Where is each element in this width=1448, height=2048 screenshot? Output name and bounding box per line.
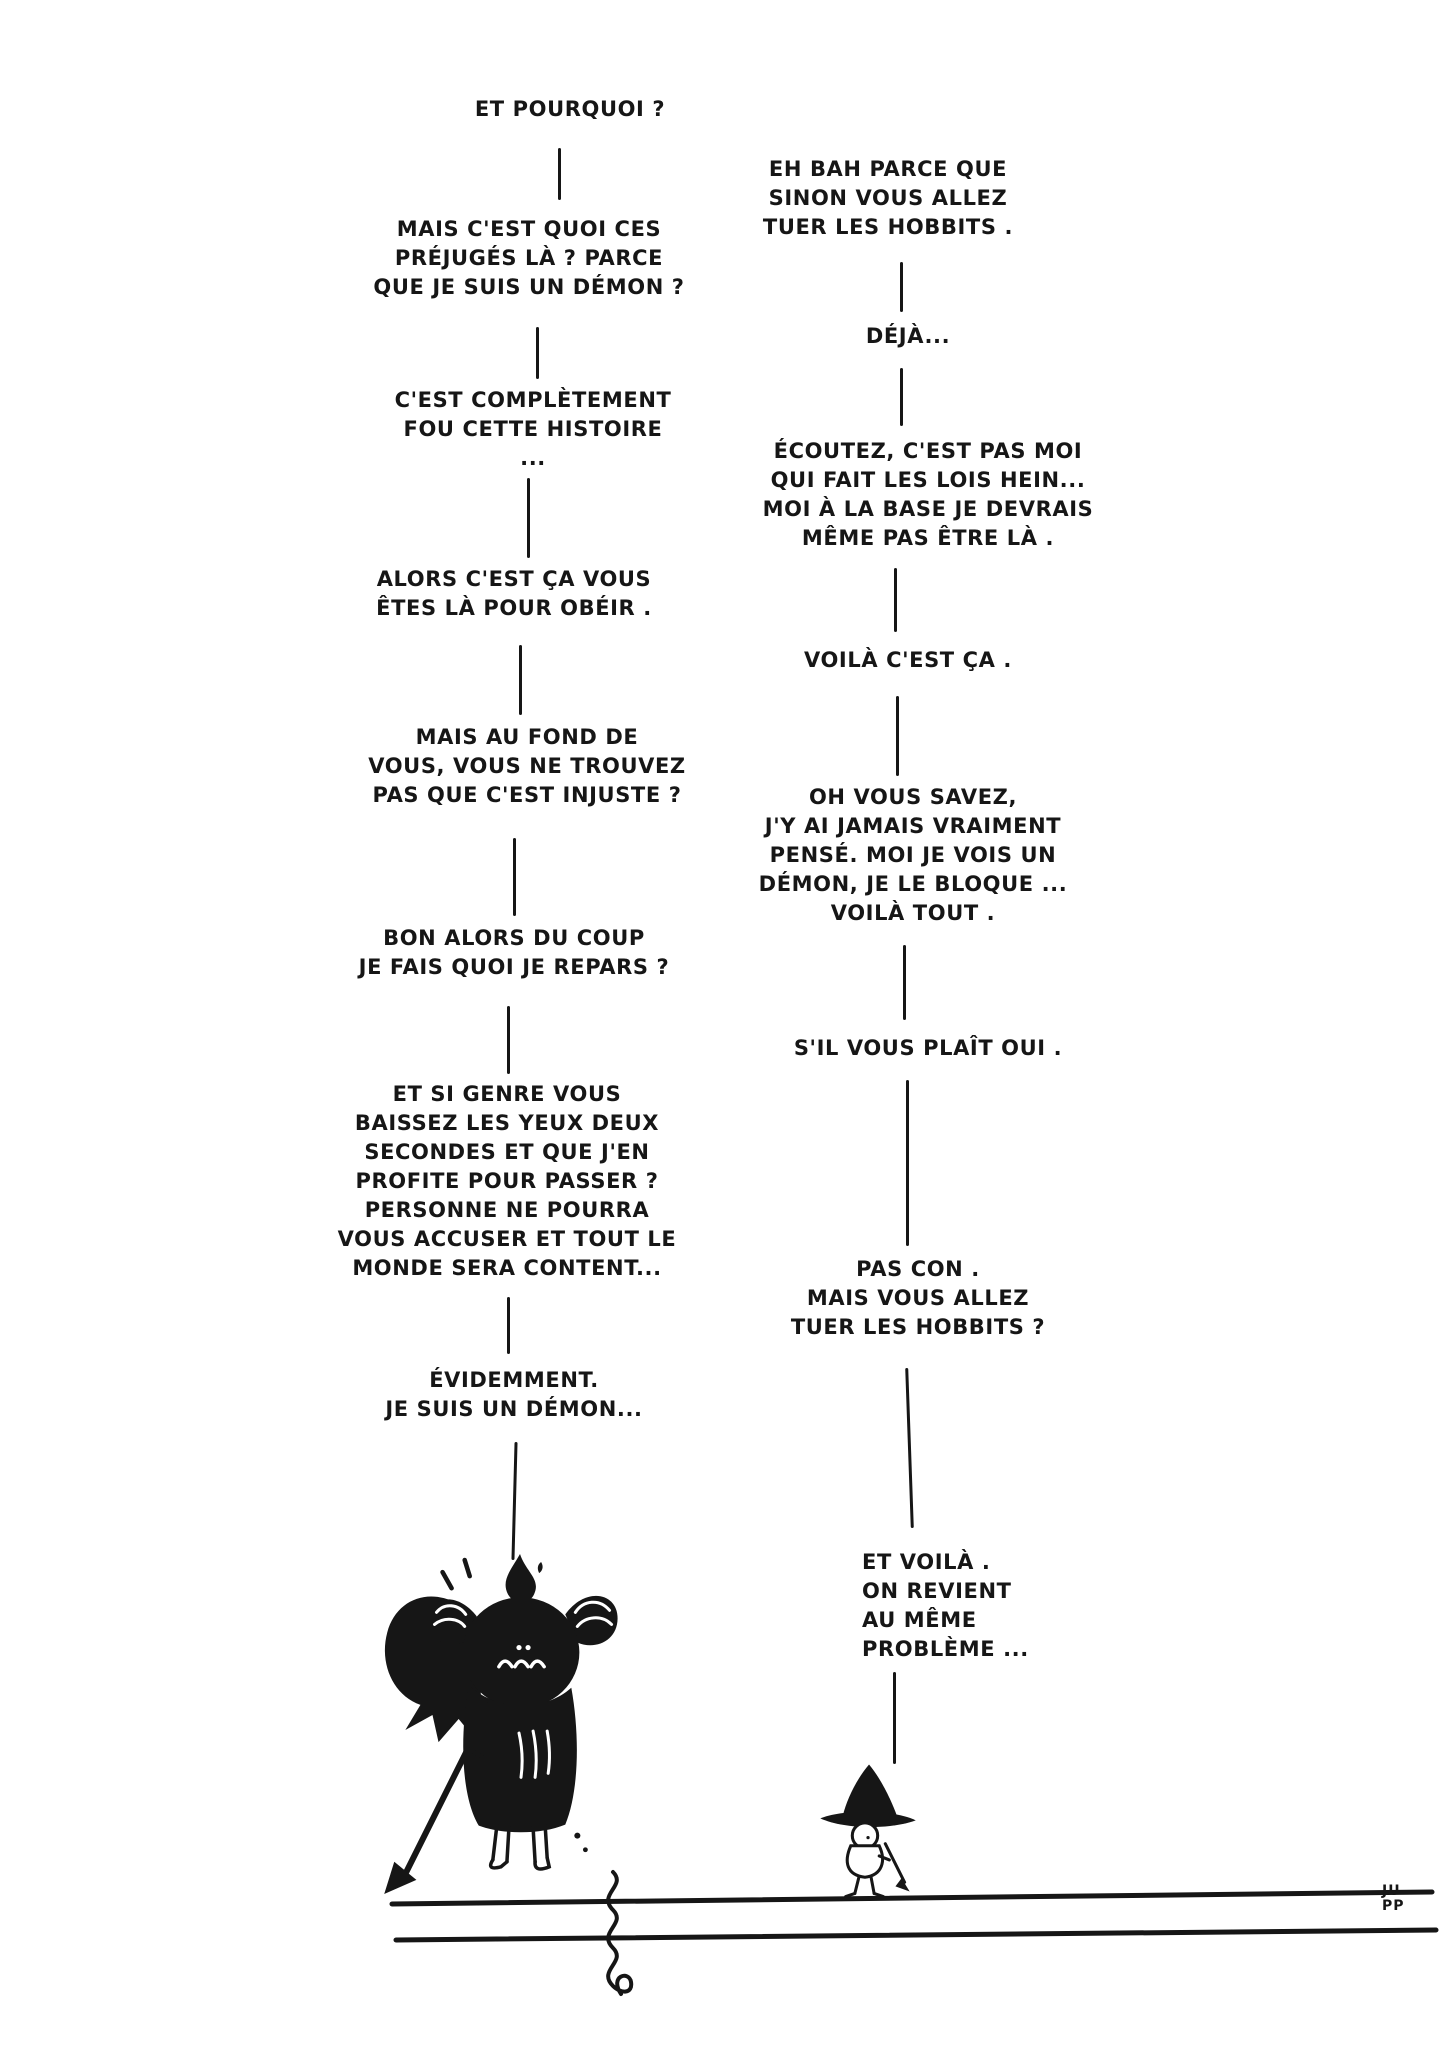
speech-right-2: DÉJÀ... (865, 324, 951, 348)
artist-signature: JU PP (1382, 1883, 1405, 1914)
speech-trail-line (903, 945, 906, 1020)
wizard-hat-icon (820, 1764, 916, 1827)
speech-trail-line (511, 1441, 518, 1561)
speech-trail-line (558, 148, 561, 200)
speech-left-7: ET SI GENRE VOUS BAISSEZ LES YEUX DEUX S… (337, 1082, 677, 1280)
speech-trail-line (894, 568, 897, 632)
ground-line-bottom (393, 1927, 1439, 1943)
speech-left-5: MAIS AU FOND DE VOUS, VOUS NE TROUVEZ PA… (368, 725, 686, 807)
speech-right-5: OH VOUS SAVEZ, J'Y AI JAMAIS VRAIMENT PE… (758, 785, 1068, 925)
speech-trail-line (893, 1672, 896, 1764)
speech-trail-line (900, 262, 903, 312)
speech-trail-line (896, 696, 899, 776)
wizard-staff-icon (877, 1842, 907, 1884)
wizard-figure (820, 1764, 916, 1898)
speech-left-8: ÉVIDEMMENT. JE SUIS UN DÉMON... (385, 1368, 643, 1421)
speech-right-7: PAS CON . MAIS VOUS ALLEZ TUER LES HOBBI… (790, 1257, 1046, 1339)
speech-right-4: VOILÀ C'EST ÇA . (804, 648, 1012, 672)
demon-flame-icon (505, 1554, 536, 1603)
speech-right-6: S'IL VOUS PLAÎT OUI . (793, 1036, 1063, 1060)
demon-flame-spark-icon (537, 1562, 543, 1574)
speech-left-2: MAIS C'EST QUOI CES PRÉJUGÉS LÀ ? PARCE … (373, 217, 685, 299)
speech-trail-line (900, 368, 903, 426)
speech-trail-line (527, 478, 530, 558)
speech-left-3: C'EST COMPLÈTEMENT FOU CETTE HISTOIRE ..… (394, 388, 672, 470)
demon-figure (384, 1554, 618, 1894)
ground-scene (389, 1870, 1439, 1996)
speech-right-8: ET VOILÀ . ON REVIENT AU MÊME PROBLÈME .… (862, 1550, 1029, 1661)
ground-line-top (389, 1889, 1435, 1907)
droplets-icon (574, 1832, 588, 1853)
speech-left-4: ALORS C'EST ÇA VOUS ÊTES LÀ POUR OBÉIR . (376, 567, 652, 620)
rope-squiggle-icon (606, 1870, 634, 1996)
speech-trail-line (906, 1080, 909, 1246)
speech-right-1: EH BAH PARCE QUE SINON VOUS ALLEZ TUER L… (762, 157, 1014, 239)
wizard-body (845, 1844, 884, 1879)
speech-trail-line (513, 838, 516, 916)
demon-head (462, 1597, 580, 1708)
demon-body (463, 1684, 577, 1833)
speech-trail-line (536, 327, 539, 379)
demon-horns-icon (428, 1595, 618, 1646)
sweat-drops-icon (440, 1557, 472, 1591)
demon-body-scratches-icon (517, 1729, 551, 1779)
wizard-staff-tip-icon (895, 1878, 910, 1892)
speech-trail-line (905, 1367, 914, 1529)
speech-left-1: ET POURQUOI ? (474, 97, 666, 121)
speech-right-3: ÉCOUTEZ, C'EST PAS MOI QUI FAIT LES LOIS… (762, 439, 1094, 550)
demon-face-dots-icon (516, 1644, 531, 1651)
demon-staff-icon (384, 1699, 494, 1894)
wizard-nose-icon (866, 1836, 870, 1840)
speech-trail-line (519, 645, 522, 715)
speech-trail-line (507, 1297, 510, 1354)
demon-face-marks-icon (497, 1659, 546, 1669)
demon-legs (488, 1823, 552, 1871)
speech-left-6: BON ALORS DU COUP JE FAIS QUOI JE REPARS… (358, 926, 670, 979)
speech-trail-line (507, 1006, 510, 1074)
